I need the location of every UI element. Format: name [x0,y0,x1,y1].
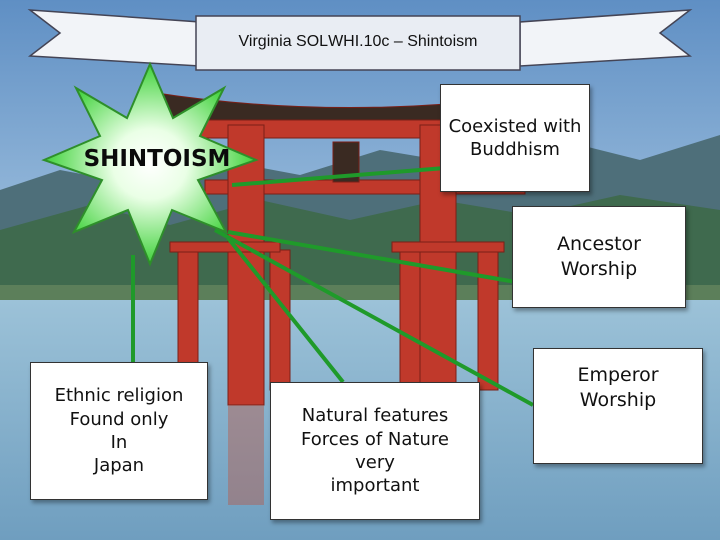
note-ethnic-religion: Ethnic religion Found only In Japan [30,362,208,500]
note-natural-features: Natural features Forces of Nature very i… [270,382,480,520]
note-coexisted-buddhism: Coexisted with Buddhism [440,84,590,192]
connectors [131,166,534,407]
note-ancestor-worship: Ancestor Worship [512,206,686,308]
title-banner [27,9,693,71]
banner-line2: WHI.10c – Shintoism [328,32,478,50]
starburst-shape [41,61,259,267]
shintoism-label: SHINTOISM [83,146,231,172]
note-ethnic-text: Ethnic religion Found only In Japan [54,385,184,477]
note-ancestor-text: Ancestor Worship [557,233,641,280]
note-emperor-text: Emperor Worship [577,364,659,411]
note-coexisted-text: Coexisted with Buddhism [448,115,582,160]
note-natural-text: Natural features Forces of Nature very i… [301,405,449,497]
banner-line1: Virginia SOL [238,32,329,50]
banner-title: Virginia SOL WHI.10c – Shintoism [196,16,520,68]
note-emperor-worship: Emperor Worship [533,348,703,464]
